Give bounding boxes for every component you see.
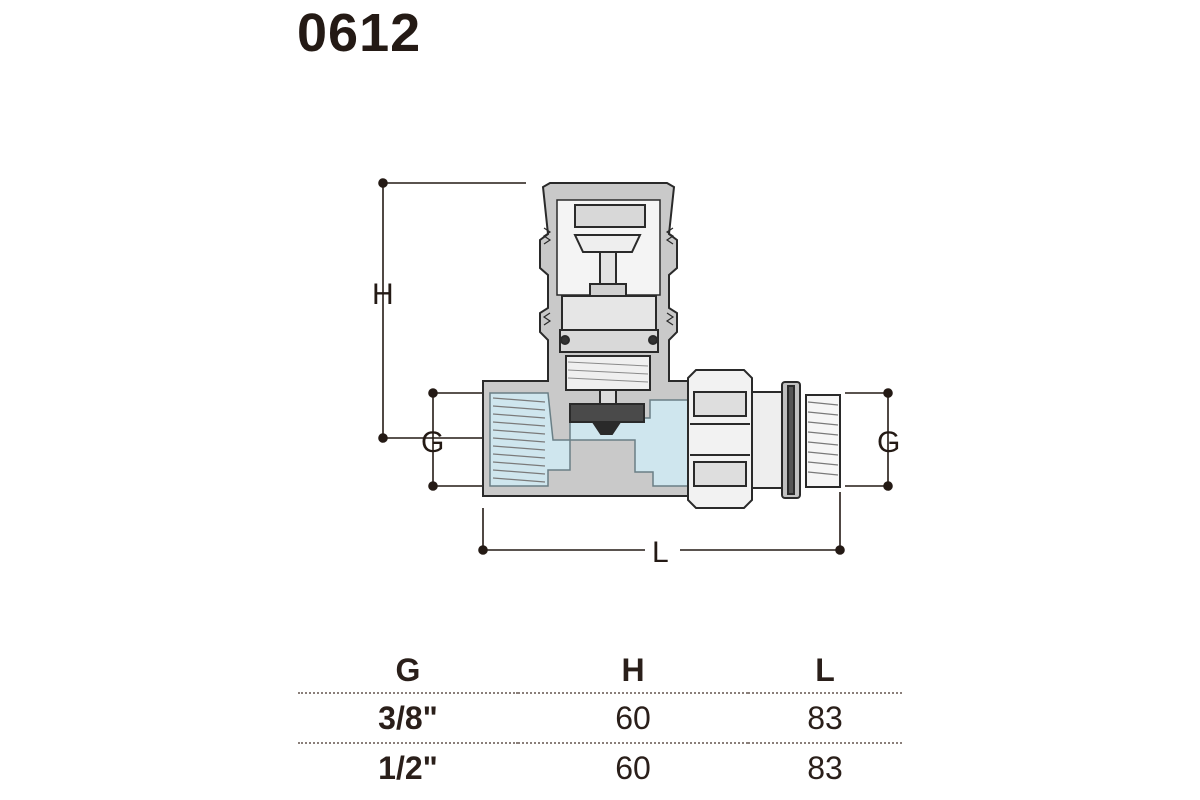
union-nut bbox=[687, 369, 753, 509]
o-ring-right bbox=[648, 335, 658, 345]
cap-threads bbox=[542, 227, 675, 326]
tail-thread bbox=[805, 394, 841, 488]
valve-body bbox=[482, 182, 689, 497]
column-header-l: L bbox=[748, 648, 902, 694]
stem-thread-lines bbox=[567, 361, 649, 383]
dimension-lines bbox=[378, 178, 893, 555]
cell-g: 3/8" bbox=[298, 693, 518, 744]
cap-top bbox=[574, 204, 646, 228]
gland-top bbox=[589, 283, 627, 297]
cell-l: 83 bbox=[807, 749, 843, 786]
dimension-label-h: H bbox=[372, 278, 394, 311]
dimensions-table: G H L 3/8" 60 83 1/2" 60 83 bbox=[298, 648, 902, 792]
cell-h: 60 bbox=[518, 693, 748, 744]
stem-thread bbox=[565, 355, 651, 391]
valve-seal-tip bbox=[591, 421, 622, 435]
cap-disc bbox=[573, 234, 642, 253]
left-thread bbox=[492, 397, 546, 483]
cell-h: 60 bbox=[615, 749, 651, 786]
table-row: 1/2" 60 83 bbox=[298, 743, 902, 792]
o-ring-left bbox=[560, 335, 570, 345]
cell-l: 83 bbox=[748, 693, 902, 744]
valve-stem bbox=[599, 389, 617, 405]
o-ring-band bbox=[559, 329, 659, 353]
column-header-h: H bbox=[518, 648, 748, 694]
dimension-label-g-left: G bbox=[421, 426, 444, 459]
column-header-g: G bbox=[298, 648, 518, 694]
product-code: 0612 bbox=[297, 3, 422, 63]
tail-thread-lines bbox=[807, 401, 839, 476]
table-row: 3/8" 60 83 bbox=[298, 693, 902, 744]
spindle bbox=[599, 251, 617, 285]
table-header-row: G H L bbox=[298, 648, 902, 694]
tail-piece bbox=[751, 381, 841, 499]
gland bbox=[561, 295, 657, 331]
water-channel bbox=[489, 392, 689, 487]
cell-g: 1/2" bbox=[378, 749, 438, 786]
dimension-label-l: L bbox=[652, 536, 669, 569]
valve-seal bbox=[569, 403, 645, 423]
dimension-label-g-right: G bbox=[877, 426, 900, 459]
